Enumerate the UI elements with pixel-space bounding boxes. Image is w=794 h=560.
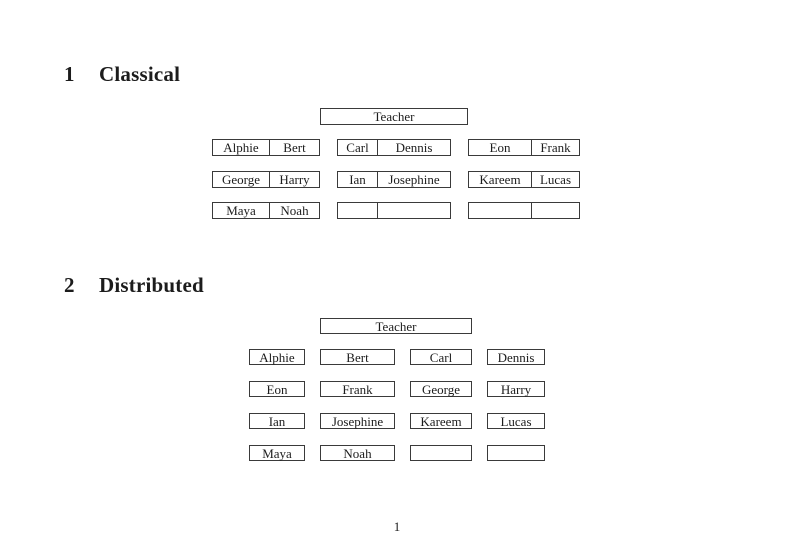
desk-distributed: Ian (249, 413, 305, 429)
student-name: Eon (266, 381, 288, 397)
desk-distributed: Frank (320, 381, 395, 397)
desk-distributed: Harry (487, 381, 545, 397)
desk-seat-left: Carl (338, 140, 378, 155)
desk-classical-empty (468, 202, 580, 219)
desk-classical: Carl Dennis (337, 139, 451, 156)
student-name: Kareem (420, 413, 462, 429)
desk-seat-left: Kareem (469, 172, 532, 187)
desk-seat-right: Dennis (395, 140, 433, 155)
student-name: Harry (500, 381, 532, 397)
desk-seat-left: Eon (469, 140, 532, 155)
desk-seat-right: Noah (280, 203, 309, 218)
teacher-box-classical: Teacher (320, 108, 468, 125)
desk-seat-left: Alphie (213, 140, 270, 155)
desk-classical: Ian Josephine (337, 171, 451, 188)
student-name: Bert (346, 349, 369, 365)
teacher-box-distributed: Teacher (320, 318, 472, 334)
desk-seat-left: Ian (338, 172, 378, 187)
student-name: Dennis (497, 349, 535, 365)
desk-seat-left: George (213, 172, 270, 187)
desk-distributed: Alphie (249, 349, 305, 365)
student-name: Alphie (259, 349, 295, 365)
desk-seat-right: Lucas (539, 172, 572, 187)
student-name: Carl (429, 349, 453, 365)
teacher-label: Teacher (375, 318, 417, 334)
desk-distributed: Kareem (410, 413, 472, 429)
page-number: 1 (393, 519, 401, 534)
desk-classical: Maya Noah (212, 202, 320, 219)
desk-distributed: Eon (249, 381, 305, 397)
teacher-label: Teacher (373, 109, 415, 124)
desk-classical: George Harry (212, 171, 320, 188)
desk-distributed: Lucas (487, 413, 545, 429)
section-number: 1 (64, 62, 75, 86)
student-name: Noah (343, 445, 372, 461)
desk-seat-right: Josephine (388, 172, 440, 187)
desk-distributed: Carl (410, 349, 472, 365)
student-name: Frank (342, 381, 373, 397)
desk-classical: Kareem Lucas (468, 171, 580, 188)
desk-distributed: Josephine (320, 413, 395, 429)
desk-seat-right: Bert (283, 140, 306, 155)
section-heading-distributed: 2 Distributed (64, 275, 204, 296)
desk-seat-right: Harry (279, 172, 310, 187)
desk-distributed-empty (410, 445, 472, 461)
student-name: Josephine (331, 413, 384, 429)
desk-distributed: Noah (320, 445, 395, 461)
student-name: Ian (268, 413, 286, 429)
student-name: George (421, 381, 461, 397)
student-name: Lucas (500, 413, 532, 429)
desk-distributed: Bert (320, 349, 395, 365)
desk-seat-left: Maya (213, 203, 270, 218)
section-heading-classical: 1 Classical (64, 64, 180, 85)
desk-seat-right (532, 203, 579, 218)
student-name: Maya (262, 445, 292, 461)
desk-seat-right: Frank (540, 140, 571, 155)
desk-distributed: George (410, 381, 472, 397)
section-title: Classical (99, 62, 181, 86)
section-title: Distributed (99, 273, 204, 297)
desk-distributed-empty (487, 445, 545, 461)
desk-seat-right (378, 203, 450, 218)
desk-seat-left (469, 203, 532, 218)
desk-classical: Eon Frank (468, 139, 580, 156)
desk-seat-left (338, 203, 378, 218)
desk-distributed: Maya (249, 445, 305, 461)
desk-classical-empty (337, 202, 451, 219)
desk-classical: Alphie Bert (212, 139, 320, 156)
desk-distributed: Dennis (487, 349, 545, 365)
section-number: 2 (64, 273, 75, 297)
